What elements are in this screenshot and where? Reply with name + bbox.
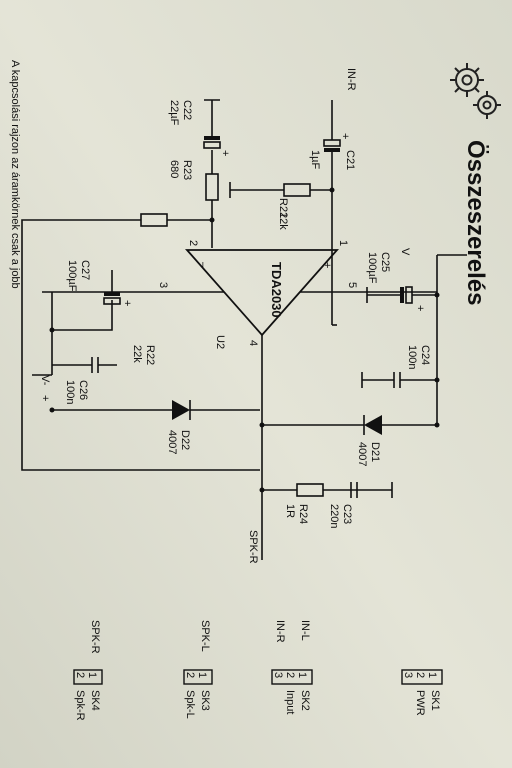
c27-plus-sign: +	[121, 300, 133, 306]
r24-ref: R24	[297, 504, 309, 524]
sk3-pin1: 1	[196, 672, 208, 678]
c21-plate-minus	[324, 148, 340, 152]
c21-value: 1µF	[309, 150, 321, 169]
r23-value: 680	[168, 160, 180, 178]
c25-plate-plus	[405, 286, 413, 304]
r22-value: 22k	[131, 345, 143, 363]
pin-1: 1	[337, 240, 349, 246]
c27-ref: C27	[79, 260, 91, 280]
ic-name: TDA2030	[269, 262, 284, 318]
pin-4: 4	[247, 340, 259, 346]
c25-ref: C25	[379, 252, 391, 272]
d21-ref: D21	[369, 442, 381, 462]
c23-value: 220n	[328, 504, 340, 528]
c26-ref: C26	[77, 380, 89, 400]
sk1-pin1: 1	[426, 672, 438, 678]
output-label: SPK-R	[247, 530, 259, 564]
c22-ref: C22	[181, 100, 193, 120]
sk1-pin2: 2	[414, 672, 426, 678]
d22-bar-wire	[189, 400, 260, 420]
c22-plate-minus	[204, 136, 220, 140]
input-label: IN-R	[345, 68, 357, 91]
body-text: A kapcsolási rajzon az áramkörnek csak a…	[9, 60, 21, 289]
c22-plate-plus	[203, 141, 221, 149]
sk2-ref: SK2	[299, 690, 311, 711]
wire	[52, 300, 113, 331]
sk3-ref: SK3	[199, 690, 211, 711]
c27-plate-minus	[104, 292, 120, 296]
r21-value: 22k	[277, 212, 289, 230]
c27-value: 100µF	[66, 260, 78, 292]
c22-value: 22µF	[168, 100, 180, 126]
sk2-pin3: 3	[272, 672, 284, 678]
opamp-triangle	[185, 249, 339, 337]
feedback-wire	[21, 219, 260, 471]
sk1-pin3: 3	[402, 672, 414, 678]
c23-and-ground	[323, 482, 393, 498]
sk1-name: PWR	[414, 690, 426, 716]
ic-ref: U2	[214, 335, 226, 349]
c26-value: 100n	[64, 380, 76, 404]
c25-value: 100µF	[366, 252, 378, 284]
c27-plate-plus	[103, 297, 121, 305]
sk2-pin1: 1	[296, 672, 308, 678]
connector-sk1: SK1 PWR 1 2 3	[401, 669, 443, 716]
c21-ref: C21	[344, 150, 356, 170]
gears-icon	[450, 63, 501, 119]
d22-ref: D22	[179, 430, 191, 450]
c24-ref: C24	[419, 345, 431, 365]
r22-ref: R22	[144, 345, 156, 365]
sk4-pin2: 2	[74, 672, 86, 678]
c22-plus-sign: +	[219, 150, 231, 156]
sk4-name: Spk-R	[74, 690, 86, 721]
connector-sk2: SK2 Input 1 2 3 IN-L IN-R	[271, 620, 313, 714]
c23-ref: C23	[341, 504, 353, 524]
c24-value: 100n	[406, 345, 418, 369]
ground-symbol	[204, 99, 220, 136]
sk2-pin2: 2	[284, 672, 296, 678]
r21-ref: R21	[277, 198, 289, 218]
connector-sk3: SK3 Spk-L 1 2 SPK-L	[183, 620, 213, 719]
c26-plates	[52, 357, 117, 373]
pin-3: 3	[157, 282, 169, 288]
d22-body	[172, 400, 190, 420]
page-title: Összeszerelés	[462, 140, 489, 305]
vminus-label: V-	[39, 375, 51, 386]
sk3-signal: SPK-L	[199, 620, 211, 652]
pin-2: 2	[187, 240, 199, 246]
noninv-sign: +	[321, 262, 333, 268]
c25-plus-sign: +	[414, 305, 426, 311]
inv-sign: –	[197, 262, 209, 269]
d21-value: 4007	[356, 442, 368, 466]
vminus-plus: +	[39, 395, 51, 401]
sk3-pin2: 2	[184, 672, 196, 678]
r23-ref: R23	[181, 160, 193, 180]
sk1-ref: SK1	[429, 690, 441, 711]
pin-5: 5	[346, 282, 358, 288]
c21-plus-sign: +	[339, 133, 351, 139]
c21-plate-plus	[323, 139, 341, 147]
sk4-ref: SK4	[89, 690, 101, 711]
c25-plate-minus	[400, 287, 404, 303]
sk2-name: Input	[284, 690, 296, 714]
d21-body	[364, 415, 382, 435]
sk3-name: Spk-L	[184, 690, 196, 719]
connector-sk4: SK4 Spk-R 1 2 SPK-R	[73, 620, 103, 721]
sk2-signal-inr: IN-R	[274, 620, 286, 643]
r24-value: 1R	[284, 504, 296, 518]
sk2-signal-inl: IN-L	[299, 620, 311, 641]
vminus-rail	[32, 292, 53, 376]
sk4-pin1: 1	[86, 672, 98, 678]
vplus-label: V	[399, 248, 411, 256]
d22-value: 4007	[166, 430, 178, 454]
junction	[259, 422, 265, 428]
sk4-signal: SPK-R	[89, 620, 101, 654]
